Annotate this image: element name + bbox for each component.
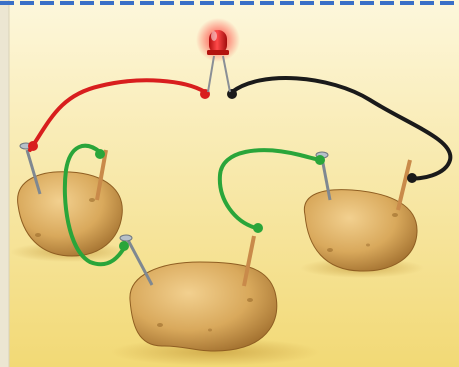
potato-center	[130, 262, 277, 351]
left-stripe	[0, 0, 9, 367]
